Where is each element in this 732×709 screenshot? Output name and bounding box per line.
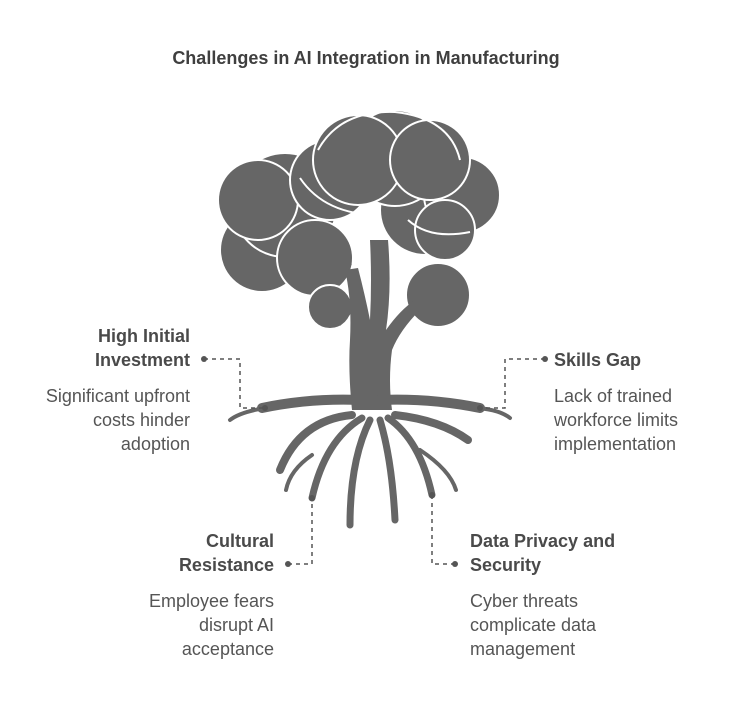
label-skills-gap: Skills Gap bbox=[554, 348, 724, 372]
desc-line: Significant upfront bbox=[45, 386, 190, 406]
desc-line: costs hinder bbox=[92, 410, 190, 430]
label-line: High Initial bbox=[98, 326, 190, 346]
desc-line: management bbox=[470, 639, 576, 659]
label-line: Skills Gap bbox=[554, 350, 642, 370]
desc-data-privacy-security: Cyber threats complicate data management bbox=[470, 589, 670, 661]
desc-high-initial-investment: Significant upfront costs hinder adoptio… bbox=[10, 384, 190, 456]
tree-roots bbox=[228, 394, 512, 529]
label-cultural-resistance: Cultural Resistance bbox=[120, 529, 274, 577]
desc-line: disrupt AI bbox=[198, 615, 274, 635]
label-line: Cultural bbox=[205, 531, 274, 551]
tree-canopy bbox=[217, 109, 501, 330]
desc-cultural-resistance: Employee fears disrupt AI acceptance bbox=[100, 589, 274, 661]
desc-line: Employee fears bbox=[148, 591, 274, 611]
label-line: Investment bbox=[94, 350, 190, 370]
connector-dots bbox=[201, 356, 548, 567]
label-line: Resistance bbox=[178, 555, 274, 575]
label-data-privacy-security: Data Privacy and Security bbox=[470, 529, 670, 577]
desc-line: implementation bbox=[554, 434, 677, 454]
desc-skills-gap: Lack of trained workforce limits impleme… bbox=[554, 384, 729, 456]
label-line: Security bbox=[470, 555, 542, 575]
desc-line: Cyber threats bbox=[470, 591, 579, 611]
label-high-initial-investment: High Initial Investment bbox=[40, 324, 190, 372]
diagram-title: Challenges in AI Integration in Manufact… bbox=[172, 48, 560, 68]
connectors bbox=[204, 358, 545, 565]
label-line: Data Privacy and bbox=[470, 531, 616, 551]
desc-line: workforce limits bbox=[554, 410, 679, 430]
desc-line: acceptance bbox=[181, 639, 274, 659]
desc-line: Lack of trained bbox=[554, 386, 673, 406]
desc-line: adoption bbox=[120, 434, 190, 454]
desc-line: complicate data bbox=[470, 615, 597, 635]
tree-trunk bbox=[322, 240, 420, 410]
